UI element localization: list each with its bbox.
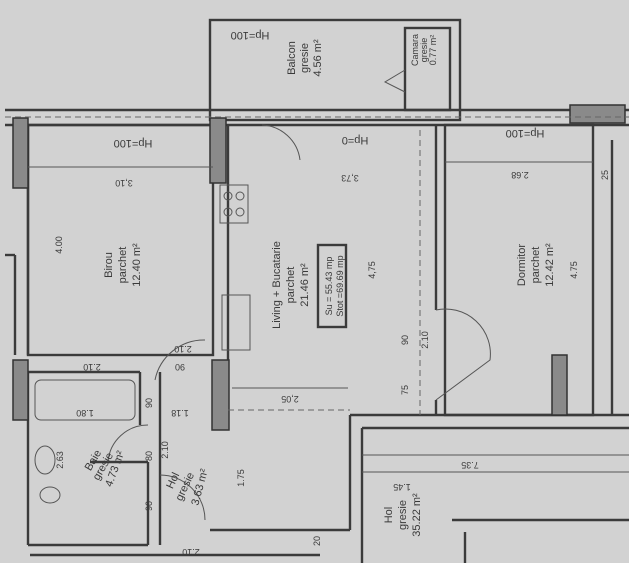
room-hp: Hp=100 — [114, 137, 153, 149]
dimensions: 2.10 90 75 2,05 2.10 90 2.10 90 1.18 80 … — [83, 170, 610, 557]
walls — [5, 18, 629, 563]
room-area: 4.56 m² — [312, 39, 324, 77]
dim-length: 4.00 — [54, 236, 64, 254]
dim-label: 90 — [144, 501, 154, 511]
dim-label: 2.10 — [182, 547, 200, 557]
dim-label: 20 — [312, 536, 322, 546]
room-name: Hol — [383, 507, 395, 524]
room-floor: gresie — [419, 38, 429, 63]
dim-label: 2.10 — [420, 331, 430, 349]
room-camara: Camara gresie 0.77 m² — [410, 34, 438, 66]
dim-width: 2.68 — [511, 170, 529, 180]
room-living: Living + Bucatarie parchet 21.46 m² Hp=0… — [271, 134, 377, 329]
dim-length: 1.75 — [236, 469, 246, 487]
dim-label: 90 — [144, 398, 154, 408]
room-name: Dormitor — [516, 244, 528, 287]
total-stot: Stot =69.69 mp — [335, 255, 345, 316]
fixtures — [5, 69, 629, 521]
dim-label: 2.10 — [83, 362, 101, 372]
toilet-icon — [39, 486, 61, 504]
room-name: Living + Bucatarie — [271, 241, 283, 329]
room-floor: parchet — [117, 247, 129, 284]
door-baie-icon — [107, 424, 149, 463]
room-name: Camara — [410, 34, 420, 66]
total-su: Su = 55.43 mp — [324, 257, 334, 316]
dim-label: 2.10 — [174, 344, 192, 354]
dim-label: 90 — [175, 362, 185, 372]
door-balcon-icon — [261, 124, 301, 161]
room-floor: gresie — [299, 43, 311, 73]
room-hp: Hp=100 — [506, 127, 545, 139]
door-dormitor-icon — [435, 308, 491, 401]
room-name: Birou — [103, 252, 115, 278]
dim-label: 75 — [400, 385, 410, 395]
dim-label: 2.10 — [160, 441, 170, 459]
dim-length: 4,75 — [367, 261, 377, 279]
room-area: 0.77 m² — [428, 35, 438, 66]
door-birou-icon — [154, 339, 206, 381]
room-area: 12.42 m² — [544, 243, 556, 287]
door-camara-icon — [383, 69, 406, 93]
room-hol-big: Hol gresie 35.22 m² 1.45 — [383, 482, 423, 537]
room-floor: parchet — [530, 247, 542, 284]
room-hp: Hp=0 — [342, 134, 369, 146]
door-hol-icon — [159, 474, 206, 521]
room-floor: gresie — [397, 500, 409, 530]
dim-label: 25 — [600, 170, 610, 180]
dim-width: 3,10 — [115, 178, 133, 188]
totals-box — [316, 243, 348, 329]
room-area: 21.46 m² — [299, 263, 311, 307]
room-name: Balcon — [286, 41, 298, 75]
dim-label: 90 — [400, 335, 410, 345]
room-balcon: Balcon gresie 4.56 m² Hp=100 — [231, 29, 324, 77]
dim-width: 2.63 — [55, 451, 65, 469]
room-area: 35.22 m² — [411, 493, 423, 537]
stove-icon — [219, 184, 249, 224]
dim-tub: 1.80 — [76, 408, 94, 418]
room-birou: Birou parchet 12.40 m² Hp=100 3,10 4.00 — [54, 137, 152, 287]
sink-icon — [221, 294, 251, 351]
room-dormitor: Dormitor parchet 12.42 m² Hp=100 2.68 4.… — [506, 127, 579, 287]
room-hol-small: Hol gresie 3.63 m² 1.75 — [164, 467, 246, 506]
dim-label: 7.35 — [461, 460, 479, 470]
dim-extra: 1.45 — [393, 482, 411, 492]
room-floor: parchet — [285, 267, 297, 304]
washbasin-icon — [34, 445, 56, 475]
dim-label: 2,05 — [281, 394, 299, 404]
dim-width: 3,73 — [341, 173, 359, 183]
dim-length: 4.75 — [569, 261, 579, 279]
dim-label: 80 — [144, 451, 154, 461]
bathtub-icon — [34, 379, 136, 421]
room-hp: Hp=100 — [231, 29, 270, 41]
dim-label: 1.18 — [171, 408, 189, 418]
room-area: 12.40 m² — [131, 243, 143, 287]
room-area: 3.63 m² — [189, 467, 210, 506]
